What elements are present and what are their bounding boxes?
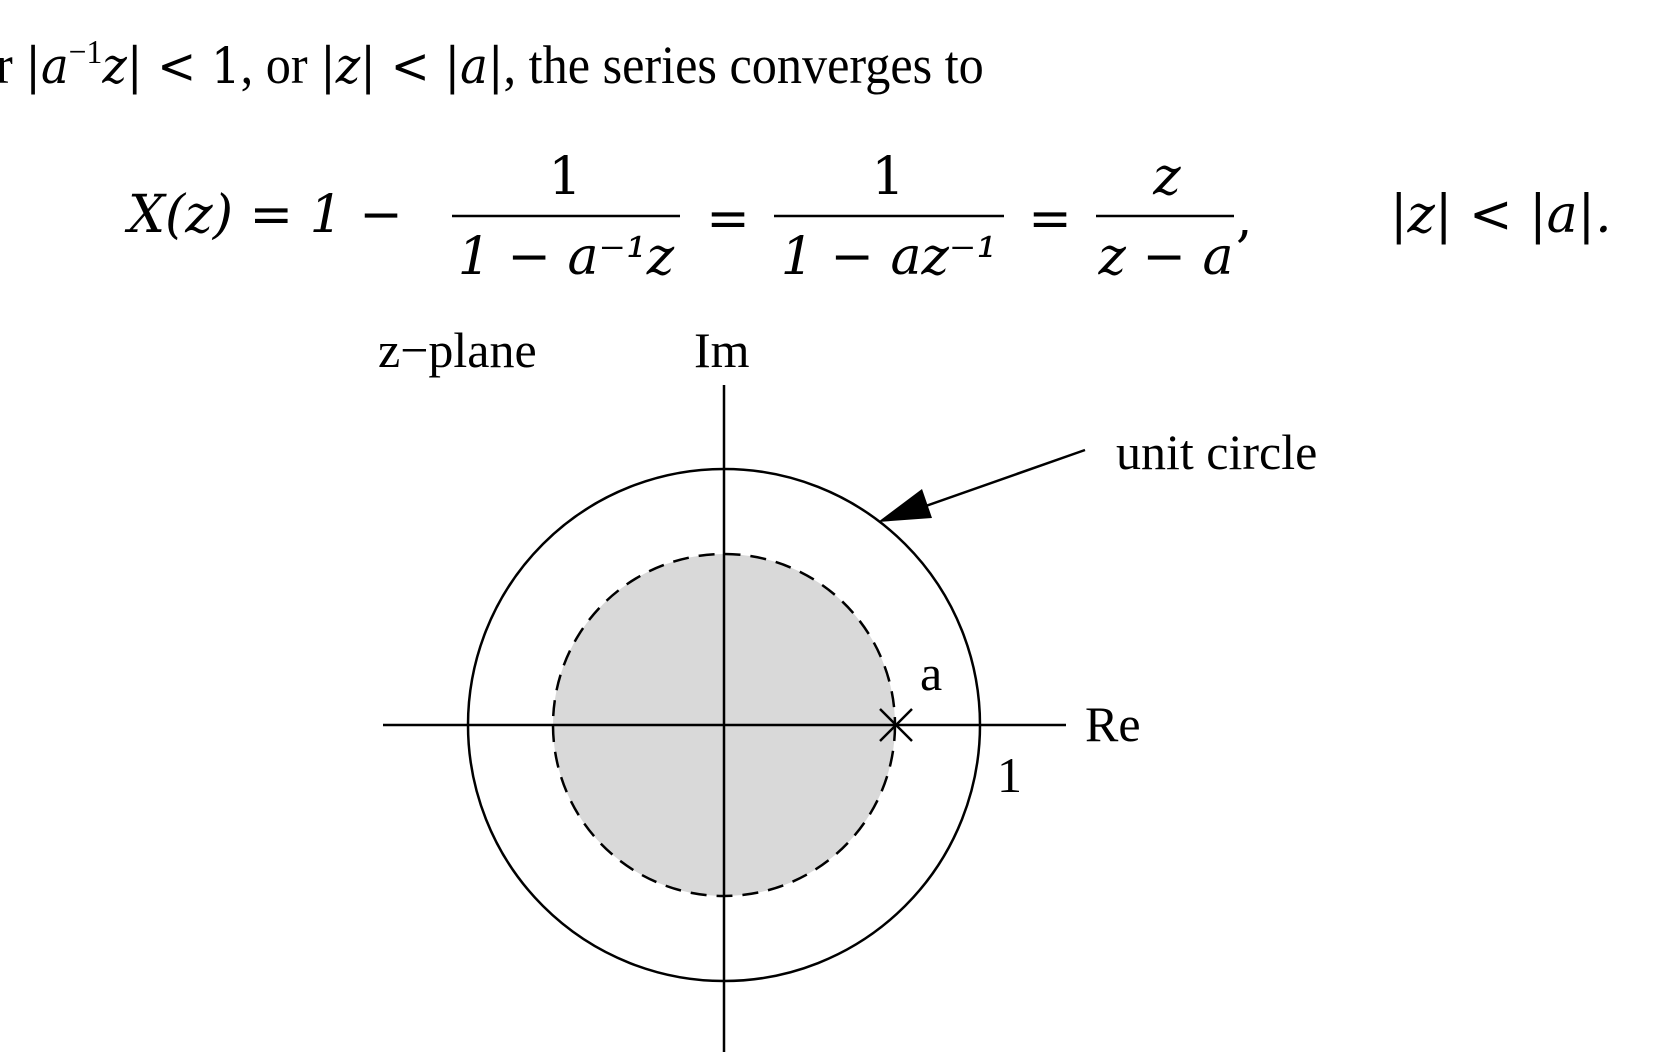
var-z: z <box>102 37 127 95</box>
real-axis-label: Re <box>1085 696 1141 752</box>
exponent: −1 <box>68 34 103 71</box>
abs-bar: | <box>25 37 41 95</box>
equation-comma: , <box>1236 189 1253 249</box>
abs-bar: | <box>487 37 504 95</box>
equation-condition: |z| < |a|. <box>1390 185 1612 245</box>
unit-radius-label: 1 <box>997 747 1022 803</box>
fraction-2-numerator: 1 <box>871 147 904 207</box>
intro-tail: , the series converges to <box>503 35 984 95</box>
intro-prefix: r <box>0 35 25 95</box>
abs-bar: | <box>320 37 336 95</box>
fraction-2-denominator: 1 − az⁻¹ <box>781 227 997 287</box>
inequality: | < | <box>360 37 461 95</box>
equals-2: = <box>1028 189 1072 249</box>
pole-marker <box>879 708 913 742</box>
pole-label: a <box>920 645 942 701</box>
arrow-head <box>878 489 932 522</box>
unit-circle-arrow-line <box>919 448 1086 510</box>
fraction-1-denominator: 1 − a⁻¹z <box>458 227 675 287</box>
equals-1: = <box>706 189 750 249</box>
intro-sentence: r |a−1z| < 1, or |z| < |a|, the series c… <box>0 35 984 95</box>
var-a: a <box>40 37 69 95</box>
fraction-3-numerator: z <box>1152 147 1181 207</box>
unit-circle-label: unit circle <box>1116 424 1317 480</box>
plane-label: z−plane <box>378 322 537 378</box>
fraction-1-numerator: 1 <box>548 147 581 207</box>
equation: X(z) = 1 − 1 1 − a⁻¹z = 1 1 − az⁻¹ = z z… <box>124 147 1612 287</box>
inequality: | < 1 <box>126 37 241 95</box>
equation-lhs: X(z) = 1 − <box>124 185 403 245</box>
fraction-3-denominator: z − a <box>1097 227 1233 287</box>
var-z: z <box>335 37 361 95</box>
imaginary-axis-label: Im <box>694 322 750 378</box>
var-a: a <box>460 37 488 95</box>
intro-or: , or <box>240 35 321 95</box>
